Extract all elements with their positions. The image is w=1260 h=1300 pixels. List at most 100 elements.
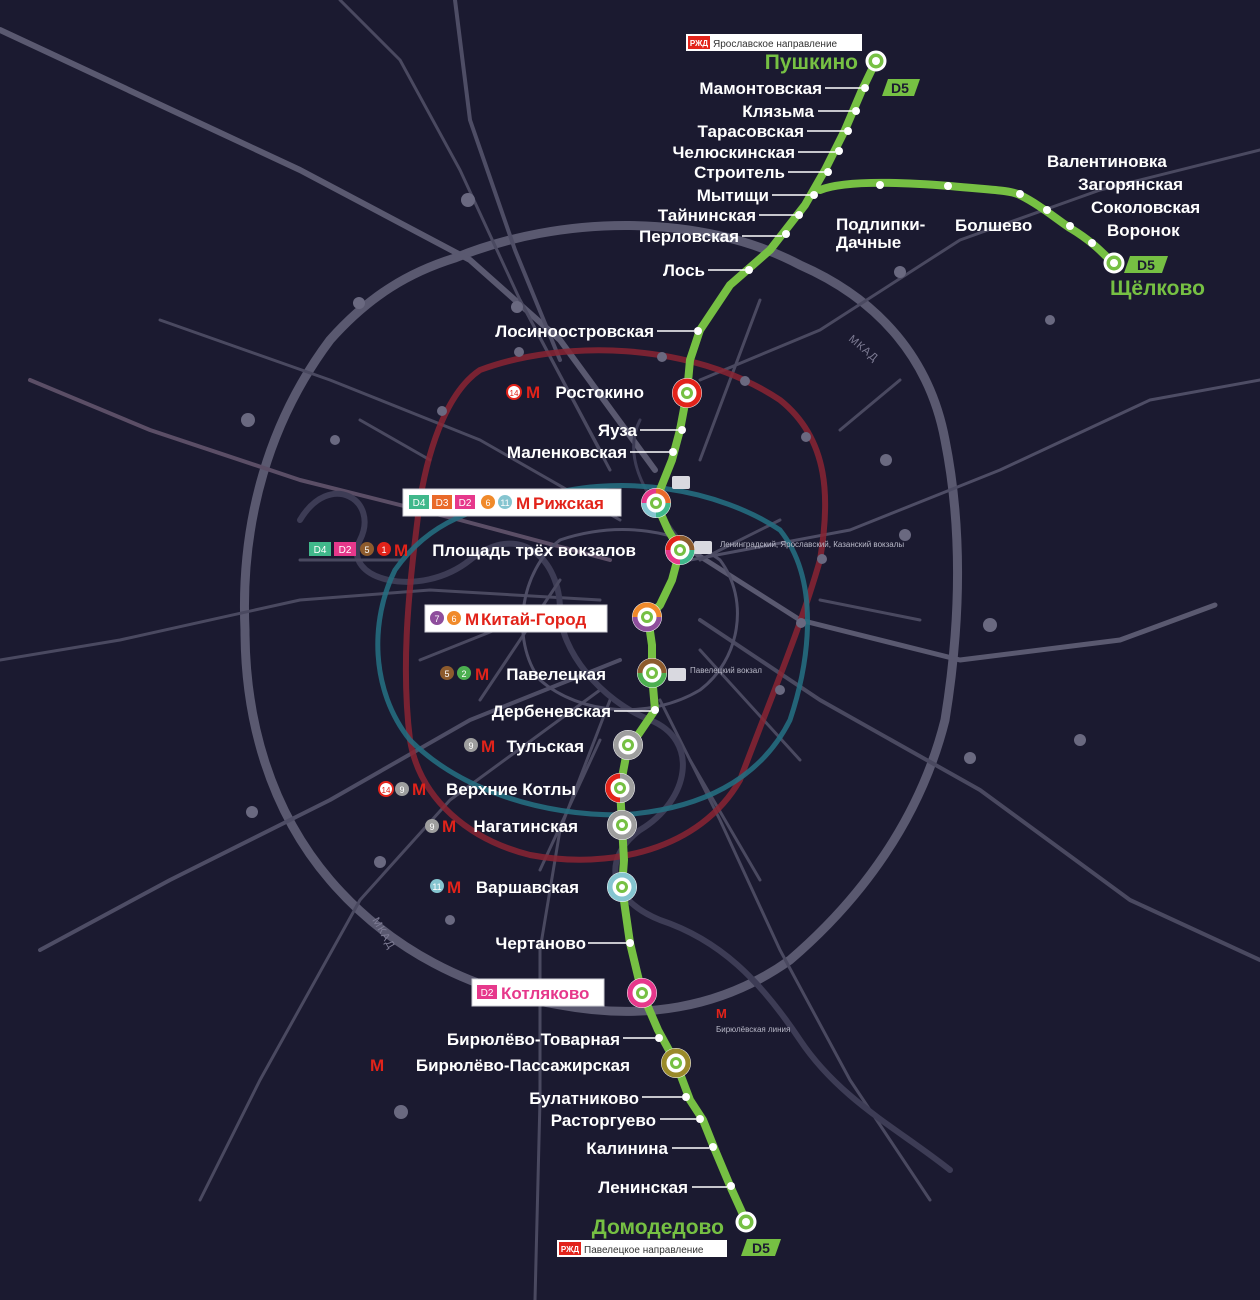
rail-north-east bbox=[698, 148, 1260, 382]
svg-text:D5: D5 bbox=[752, 1240, 770, 1256]
hub-tulskaya[interactable] bbox=[613, 730, 643, 760]
station-dot-kalinina[interactable] bbox=[709, 1143, 717, 1151]
label-yauza: Яуза bbox=[598, 421, 638, 440]
station-dot-chelyuskinskaya[interactable] bbox=[835, 147, 843, 155]
hub-nagatinskaya[interactable] bbox=[607, 810, 637, 840]
biryulevo-line-note: Бирюлёвская линия bbox=[716, 1025, 790, 1034]
label-sokolovskaya: Соколовская bbox=[1091, 198, 1200, 217]
label-losinoostrovskaya: Лосиноостровская bbox=[495, 322, 654, 341]
transfer-badges: 14 M D4 D2 5 1 M 5 2 M 9 M 14 9 M 9 M 11 bbox=[309, 383, 540, 1075]
direction-tag-south: РЖД Павелецкое направление bbox=[557, 1240, 727, 1257]
rail-riga bbox=[158, 318, 622, 522]
station-dot-chertanovo[interactable] bbox=[626, 939, 634, 947]
rail-savelovo bbox=[453, 0, 562, 362]
station-dot-yauza[interactable] bbox=[678, 426, 686, 434]
svg-text:РЖД: РЖД bbox=[690, 39, 708, 48]
label-chelyuskinskaya: Челюскинская bbox=[672, 143, 795, 162]
paveletsky-station-note: Павелецкий вокзал bbox=[690, 666, 762, 675]
label-kotlyakovo: Котляково bbox=[501, 984, 589, 1003]
station-dot-stroitel[interactable] bbox=[824, 168, 832, 176]
svg-text:14: 14 bbox=[382, 786, 391, 795]
station-dot-podlipki[interactable] bbox=[876, 181, 884, 189]
svg-text:РЖД: РЖД bbox=[561, 1245, 579, 1254]
hub-varshavskaya[interactable] bbox=[607, 872, 637, 902]
station-dot-tayninskaya[interactable] bbox=[795, 211, 803, 219]
mcc-ring bbox=[402, 347, 829, 863]
label-tarasovskaya: Тарасовская bbox=[698, 122, 804, 141]
station-dot-klyazma[interactable] bbox=[852, 107, 860, 115]
svg-text:M: M bbox=[526, 383, 540, 402]
svg-text:Ярославское направление: Ярославское направление bbox=[713, 39, 838, 50]
label-leninskaya: Ленинская bbox=[598, 1178, 688, 1197]
hub-ploshchad-tryokh-vokzalov[interactable] bbox=[665, 535, 695, 565]
svg-text:6: 6 bbox=[485, 498, 490, 508]
label-bulatnikovo: Булатниково bbox=[529, 1089, 639, 1108]
label-podlipki-line1: Подлипки- bbox=[836, 215, 925, 234]
rail-west bbox=[0, 588, 602, 662]
hub-kotlyakovo[interactable] bbox=[627, 978, 657, 1008]
metro-marker-biryulevo-line: M bbox=[716, 1006, 727, 1021]
label-rastorguevo: Расторгуево bbox=[551, 1111, 656, 1130]
leningrad-station-note: Ленинградский, Ярославский, Казанский во… bbox=[720, 540, 904, 549]
rzd-logo-icon-south bbox=[559, 1242, 581, 1255]
label-perlovskaya: Перловская bbox=[639, 227, 739, 246]
train-icon-riga bbox=[672, 476, 690, 489]
label-derbenevskaya: Дербеневская bbox=[492, 702, 611, 721]
svg-text:D2: D2 bbox=[339, 545, 352, 556]
label-chertanovo: Чертаново bbox=[495, 934, 586, 953]
rail-southwest bbox=[198, 688, 602, 1202]
metro-grid bbox=[298, 298, 922, 882]
label-kalinina: Калинина bbox=[586, 1139, 668, 1158]
label-los: Лось bbox=[663, 261, 705, 280]
svg-text:M: M bbox=[481, 737, 495, 756]
rail-yaroslavl-nw bbox=[0, 27, 658, 473]
svg-text:M: M bbox=[465, 610, 479, 629]
hub-verkhnie-kotly[interactable] bbox=[605, 773, 635, 803]
station-dot-mytishchi[interactable] bbox=[810, 191, 818, 199]
svg-text:9: 9 bbox=[429, 822, 434, 832]
label-shchelkovo: Щёлково bbox=[1110, 277, 1205, 300]
label-zagoryanskaya: Загорянская bbox=[1078, 175, 1183, 194]
station-dot-biryulevo-tovarnaya[interactable] bbox=[655, 1034, 663, 1042]
label-tayninskaya: Тайнинская bbox=[658, 206, 756, 225]
bkl-ring bbox=[375, 483, 810, 818]
label-biryulevo-passazhirskaya: Бирюлёво-Пассажирская bbox=[416, 1056, 630, 1075]
station-dot-malenkovskaya[interactable] bbox=[669, 448, 677, 456]
station-dot-valentinovka[interactable] bbox=[1016, 190, 1024, 198]
station-dot-los[interactable] bbox=[745, 266, 753, 274]
station-dot-losinoostrovskaya[interactable] bbox=[694, 327, 702, 335]
label-valentinovka: Валентиновка bbox=[1047, 152, 1167, 171]
hub-rostokino[interactable] bbox=[672, 378, 702, 408]
station-dot-bolshevo[interactable] bbox=[944, 182, 952, 190]
station-dot-tarasovskaya[interactable] bbox=[844, 127, 852, 135]
station-labels: Пушкино Мамонтовская Клязьма Тарасовская… bbox=[416, 51, 1205, 1239]
svg-text:M: M bbox=[447, 878, 461, 897]
label-bolshevo: Болшево bbox=[955, 216, 1032, 235]
station-dot-rastorguevo[interactable] bbox=[696, 1115, 704, 1123]
station-dot-leninskaya[interactable] bbox=[727, 1182, 735, 1190]
label-podlipki-line2: Дачные bbox=[836, 233, 901, 252]
station-dot-bulatnikovo[interactable] bbox=[682, 1093, 690, 1101]
station-dot-voronok[interactable] bbox=[1088, 239, 1096, 247]
station-dot-perlovskaya[interactable] bbox=[782, 230, 790, 238]
label-tulskaya: Тульская bbox=[506, 737, 584, 756]
label-biryulevo-tovarnaya: Бирюлёво-Товарная bbox=[447, 1030, 620, 1049]
label-kitay-gorod: Китай-Город bbox=[481, 610, 586, 629]
svg-text:14: 14 bbox=[510, 389, 519, 398]
svg-text:1: 1 bbox=[381, 545, 386, 555]
station-dot-derbenevskaya[interactable] bbox=[651, 706, 659, 714]
station-dot-mamontovskaya[interactable] bbox=[861, 84, 869, 92]
hub-biryulevo-passazhirskaya[interactable] bbox=[661, 1048, 691, 1078]
station-dot-sokolovskaya[interactable] bbox=[1066, 222, 1074, 230]
svg-text:5: 5 bbox=[364, 545, 369, 555]
svg-text:D4: D4 bbox=[413, 498, 426, 509]
hub-paveletskaya[interactable] bbox=[637, 658, 667, 688]
hub-rizhskaya[interactable] bbox=[641, 488, 671, 518]
station-dot-zagoryanskaya[interactable] bbox=[1043, 206, 1051, 214]
label-voronok: Воронок bbox=[1107, 221, 1180, 240]
label-paveletskaya: Павелецкая bbox=[506, 665, 606, 684]
hub-kitay-gorod[interactable] bbox=[632, 602, 662, 632]
svg-text:D5: D5 bbox=[1137, 257, 1155, 273]
